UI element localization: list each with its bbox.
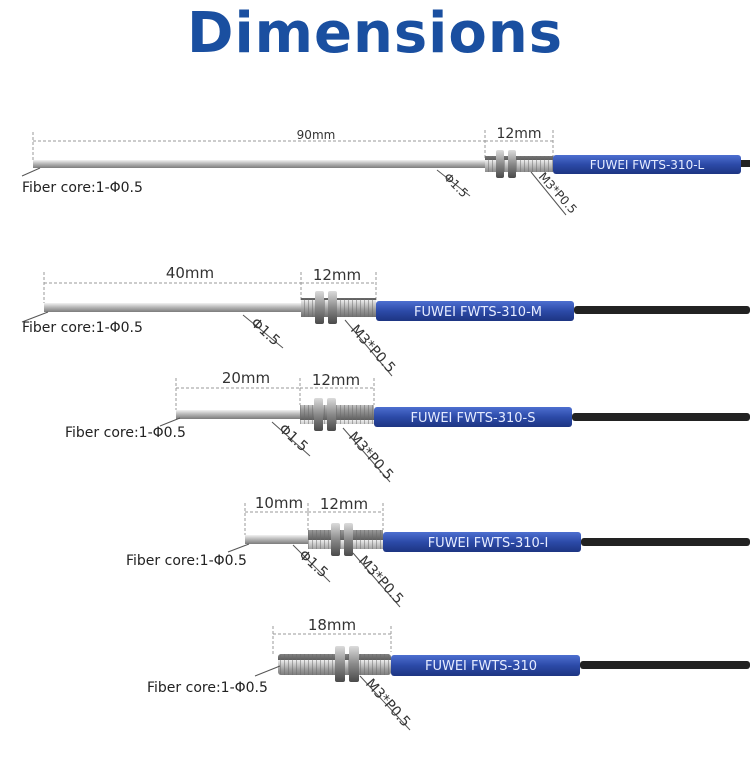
thread-body [485,156,553,172]
thread-length-label: 12mm [312,371,360,389]
nut [349,646,359,682]
thread-spec-label: M3*P0.5 [362,676,413,730]
blue-sleeve [383,532,581,552]
diameter-label: Φ1.5 [441,170,471,200]
fiber-core-label: Fiber core:1-Φ0.5 [65,425,186,441]
blue-sleeve [374,407,572,427]
dimension-lines [175,378,375,410]
thread-spec-label: M3*P0.5 [536,170,580,217]
diameter-label: Φ1.5 [247,315,282,349]
blue-sleeve [391,655,580,676]
nut [508,150,516,178]
model-label: FUWEI FWTS-310-M [414,305,542,320]
thread-length-label: 12mm [496,126,541,142]
probe-tube [44,303,301,312]
nut [344,523,353,556]
fiber-core-label: Fiber core:1-Φ0.5 [147,680,268,696]
probe-tube [245,535,308,544]
dimension-lines [43,272,377,303]
fiber-core-label: Fiber core:1-Φ0.5 [22,320,143,336]
thread-body [300,405,374,424]
thread-spec-label: M3*P0.5 [345,429,396,483]
nut [496,150,504,178]
probe-length-label: 20mm [222,369,270,387]
fiber-cable [574,306,750,314]
thread-length-label: 18mm [308,616,356,634]
probe-length-label: 10mm [255,494,303,512]
dimension-lines [244,503,384,535]
nut [314,398,323,431]
probe-tube [33,160,485,168]
thread-body [301,298,376,317]
model-label: FUWEI FWTS-310-S [411,411,536,426]
thread-body [278,654,391,675]
nut [335,646,345,682]
probe-tube [176,410,300,419]
thread-length-label: 12mm [313,266,361,284]
product-fwts-310-m: 40mm 12mm FUWEI FWTS-310-M Φ1.5 M3*P0.5 … [21,264,750,377]
product-fwts-310-l: 90mm 12mm FUWEI FWTS-310-L Φ1.5 M3*P0.5 … [21,126,750,217]
thread-spec-label: M3*P0.5 [355,553,406,607]
fiber-core-label: Fiber core:1-Φ0.5 [126,553,247,569]
blue-sleeve [376,301,574,321]
fiber-cable [572,413,750,421]
thread-spec-label: M3*P0.5 [347,322,398,376]
nut [327,398,336,431]
product-fwts-310-i: 10mm 12mm FUWEI FWTS-310-I Φ1.5 M3*P0.5 … [126,494,750,608]
model-label: FUWEI FWTS-310-I [428,536,549,551]
fiber-cable [581,538,750,546]
product-fwts-310-s: 20mm 12mm FUWEI FWTS-310-S Φ1.5 M3*P0.5 … [65,369,750,483]
product-fwts-310: 18mm FUWEI FWTS-310 M3*P0.5 Fiber core:1… [147,616,750,731]
thread-length-label: 12mm [320,495,368,513]
fiber-cable [580,661,750,669]
nut [315,291,324,324]
blue-sleeve [553,155,741,174]
dimension-lines [272,626,392,655]
diameter-label: Φ1.5 [295,547,330,581]
probe-length-label: 40mm [166,264,214,282]
fiber-cable [741,160,750,167]
model-label: FUWEI FWTS-310 [425,659,537,674]
probe-length-label: 90mm [297,128,336,142]
fiber-core-label: Fiber core:1-Φ0.5 [22,180,143,196]
dimension-lines [32,130,554,162]
nut [331,523,340,556]
model-label: FUWEI FWTS-310-L [590,158,705,172]
nut [328,291,337,324]
page-title: Dimensions [186,1,564,66]
diameter-label: Φ1.5 [275,421,310,455]
